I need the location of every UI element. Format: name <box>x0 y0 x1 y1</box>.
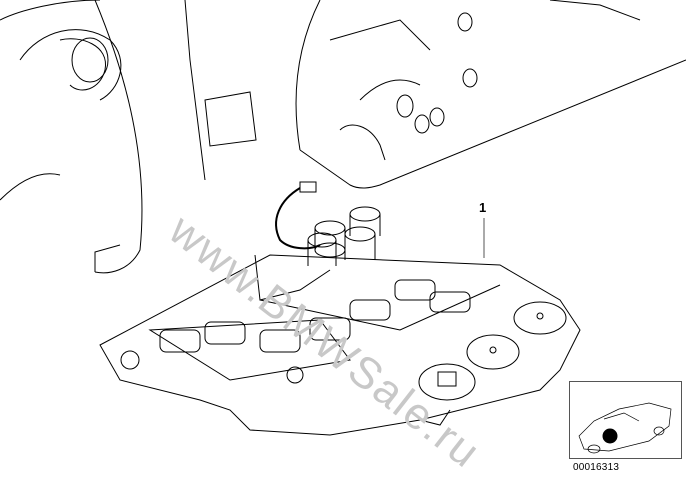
accumulators <box>418 301 567 401</box>
valve-body <box>99 181 581 436</box>
car-locator-frame <box>569 381 682 459</box>
wiring-harness <box>275 187 321 250</box>
transmission-housing <box>0 0 686 274</box>
solenoids <box>307 206 381 266</box>
connector <box>299 181 317 193</box>
location-marker <box>602 428 618 444</box>
car-locator-thumbnail <box>578 402 672 454</box>
valve-spools <box>159 279 471 353</box>
diagram-number: 00016313 <box>573 462 620 473</box>
callout-label-1: 1 <box>479 200 487 215</box>
